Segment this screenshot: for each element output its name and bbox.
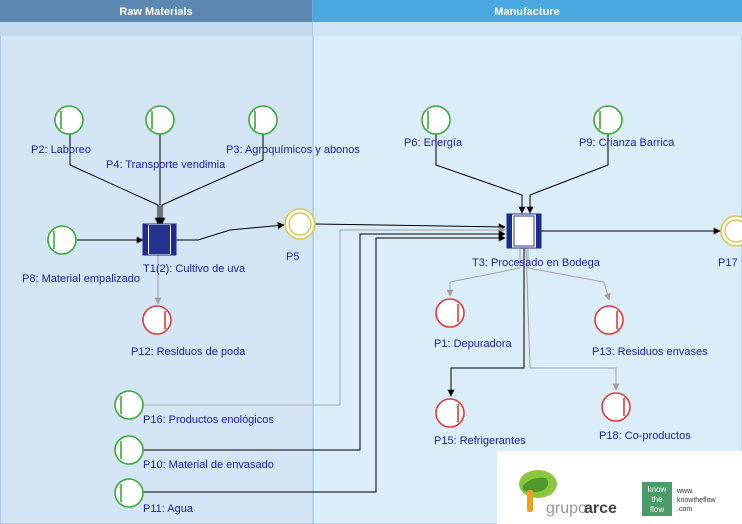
place-label-p6: P6: Energía: [404, 137, 463, 149]
place-p3[interactable]: [248, 105, 278, 135]
place-p8[interactable]: [47, 225, 77, 255]
logo-panel: grupo arce know the flow www. knowtheflo…: [497, 451, 742, 524]
place-label-p3: P3: Agroquímicos y abonos: [226, 144, 360, 156]
place-label-p8: P8: Material empalizado: [22, 273, 140, 285]
place-label-p17: P17: [718, 257, 738, 269]
arc-t3-p15: [447, 248, 525, 397]
arc-t3-p18: [525, 247, 620, 391]
ktf-site-2: knowtheflow: [677, 497, 716, 504]
place-label-p1: P1: Depuradora: [434, 338, 513, 350]
place-label-p9: P9: Crianza Barrica: [579, 137, 675, 149]
ktf-badge-2: the: [651, 495, 663, 504]
transition-t3[interactable]: [506, 213, 542, 249]
place-label-p13: P13: Residuos envases: [592, 346, 708, 358]
place-p18[interactable]: [601, 392, 631, 422]
transition-label-t1: T1(2): Cultivo de uva: [143, 263, 246, 275]
arc-p3-t1: [158, 133, 264, 225]
ktf-badge-3: flow: [650, 505, 664, 514]
ktf-badge-1: know: [648, 485, 667, 494]
place-label-p12: P12: Residuos de poda: [131, 346, 246, 358]
arc-p11-t3: [143, 234, 506, 493]
arc-t3-p1: [446, 248, 521, 297]
place-p16[interactable]: [114, 390, 144, 420]
arc-p16-t3: [143, 226, 506, 406]
place-p1[interactable]: [435, 298, 465, 328]
arc-p10-t3: [143, 230, 506, 451]
lane-title-manufacture: Manufacture: [494, 6, 559, 18]
place-p12[interactable]: [142, 305, 172, 335]
transition-label-t3: T3: Procesado en Bodega: [472, 257, 601, 269]
place-p10[interactable]: [114, 435, 144, 465]
place-p17[interactable]: [720, 215, 742, 247]
arc-t1-p5: [176, 222, 285, 241]
arc-t3-p13: [527, 248, 611, 301]
place-p13[interactable]: [594, 305, 624, 335]
place-p5[interactable]: [284, 208, 316, 240]
place-label-p5: P5: [286, 251, 299, 263]
arc-p9-t3: [526, 133, 609, 214]
ktf-site-1: www.: [676, 488, 694, 495]
lane-raw-materials: Raw Materials: [0, 0, 314, 524]
place-label-p11: P11: Agua: [143, 503, 194, 515]
place-p4[interactable]: [145, 105, 175, 135]
ktf-site-3: .com: [677, 506, 692, 513]
place-label-p10: P10: Material de envasado: [143, 459, 274, 471]
arc-p6-t3: [435, 133, 526, 214]
arc-p5-t3: [314, 223, 506, 231]
place-label-p15: P15: Refrigerantes: [434, 435, 526, 447]
place-p15[interactable]: [435, 398, 465, 428]
place-p2[interactable]: [54, 105, 84, 135]
grupoarce-suffix: arce: [584, 500, 617, 517]
place-p9[interactable]: [593, 105, 623, 135]
arc-p2-t1: [69, 133, 162, 225]
grupoarce-logo: grupo arce: [519, 470, 617, 517]
place-p11[interactable]: [114, 478, 144, 508]
place-label-p2: P2: Laboreo: [31, 144, 91, 156]
place-label-p16: P16: Productos enológicos: [143, 414, 274, 426]
arcs: [69, 133, 721, 493]
place-p6[interactable]: [421, 105, 451, 135]
place-label-p4: P4: Transporte vendimia: [106, 159, 226, 171]
place-label-p18: P18: Co-productos: [599, 430, 691, 442]
grupoarce-prefix: grupo: [546, 500, 587, 517]
lane-title-raw: Raw Materials: [119, 6, 192, 18]
knowtheflow-logo: know the flow www. knowtheflow .com: [642, 482, 716, 516]
transition-t1[interactable]: [142, 223, 177, 256]
